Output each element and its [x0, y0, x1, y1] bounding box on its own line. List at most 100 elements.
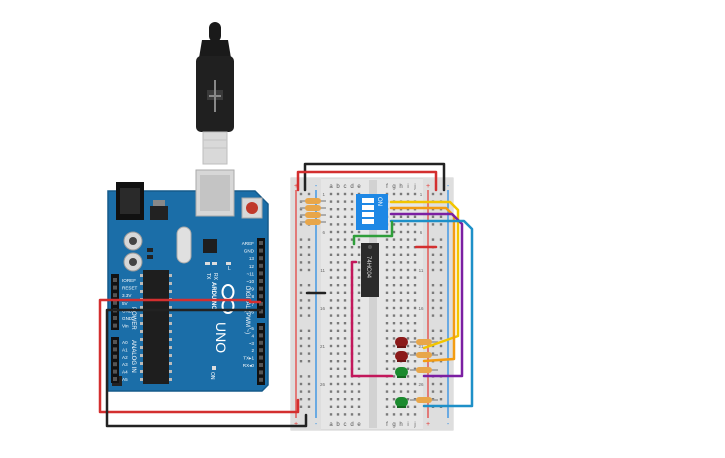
breadboard-hole[interactable]: [406, 253, 410, 256]
wire-black-top[interactable]: [303, 162, 446, 192]
dip-toggle[interactable]: [362, 198, 374, 203]
rail-hole[interactable]: [431, 238, 435, 241]
breadboard-hole[interactable]: [343, 192, 347, 196]
header-pin-hole[interactable]: [259, 279, 263, 283]
breadboard-hole[interactable]: [357, 413, 361, 416]
breadboard-hole[interactable]: [357, 306, 361, 310]
breadboard-hole[interactable]: [392, 268, 396, 272]
breadboard-hole[interactable]: [413, 253, 417, 256]
header-pin-hole[interactable]: [259, 326, 263, 330]
breadboard-hole[interactable]: [336, 192, 340, 196]
breadboard-hole[interactable]: [329, 284, 333, 287]
rail-hole[interactable]: [307, 261, 311, 264]
led-red[interactable]: [395, 337, 408, 348]
breadboard-hole[interactable]: [343, 352, 347, 355]
breadboard-hole[interactable]: [406, 405, 410, 408]
rail-hole[interactable]: [439, 261, 443, 264]
header-pin-hole[interactable]: [259, 286, 263, 291]
breadboard-hole[interactable]: [329, 261, 333, 264]
breadboard-hole[interactable]: [385, 337, 389, 340]
breadboard-hole[interactable]: [343, 261, 347, 264]
breadboard-hole[interactable]: [413, 322, 417, 325]
breadboard-hole[interactable]: [413, 329, 417, 332]
breadboard-hole[interactable]: [392, 344, 396, 348]
breadboard-hole[interactable]: [336, 284, 340, 287]
breadboard-hole[interactable]: [413, 360, 417, 363]
breadboard-hole[interactable]: [385, 352, 389, 355]
breadboard-hole[interactable]: [385, 390, 389, 393]
wire-purple[interactable]: [389, 212, 464, 378]
wires[interactable]: [98, 162, 474, 428]
rail-hole[interactable]: [299, 360, 303, 363]
breadboard-hole[interactable]: [336, 238, 340, 241]
breadboard-hole[interactable]: [350, 230, 354, 234]
breadboard-hole[interactable]: [336, 299, 340, 302]
rail-hole[interactable]: [431, 291, 435, 294]
breadboard-hole[interactable]: [385, 253, 389, 256]
breadboard-hole[interactable]: [413, 337, 417, 340]
header-pin-hole[interactable]: [113, 323, 117, 328]
output-leds[interactable]: [395, 337, 438, 408]
breadboard-hole[interactable]: [350, 246, 354, 249]
breadboard-hole[interactable]: [350, 238, 354, 241]
header-pin-hole[interactable]: [259, 263, 263, 268]
wire-blue[interactable]: [389, 219, 474, 408]
breadboard-hole[interactable]: [392, 306, 396, 310]
breadboard-hole[interactable]: [392, 329, 396, 332]
breadboard-hole[interactable]: [343, 253, 347, 256]
breadboard-hole[interactable]: [392, 337, 396, 340]
breadboard-hole[interactable]: [329, 268, 333, 272]
rail-hole[interactable]: [431, 329, 435, 332]
breadboard-hole[interactable]: [392, 398, 396, 401]
rail-hole[interactable]: [299, 398, 303, 401]
breadboard-hole[interactable]: [336, 268, 340, 272]
breadboard-hole[interactable]: [357, 299, 361, 302]
breadboard-hole[interactable]: [385, 276, 389, 279]
breadboard-hole[interactable]: [399, 291, 403, 294]
breadboard-hole[interactable]: [413, 291, 417, 294]
breadboard-hole[interactable]: [413, 344, 417, 348]
rail-hole[interactable]: [439, 398, 443, 401]
breadboard-hole[interactable]: [406, 291, 410, 294]
breadboard-hole[interactable]: [399, 246, 403, 249]
breadboard-hole[interactable]: [385, 398, 389, 401]
breadboard-hole[interactable]: [392, 246, 396, 249]
breadboard-hole[interactable]: [343, 268, 347, 272]
rail-hole[interactable]: [299, 375, 303, 378]
breadboard-hole[interactable]: [336, 314, 340, 317]
breadboard-hole[interactable]: [385, 246, 389, 249]
breadboard-hole[interactable]: [357, 360, 361, 363]
header-pin-hole[interactable]: [113, 369, 117, 374]
breadboard-hole[interactable]: [406, 299, 410, 302]
breadboard-hole[interactable]: [329, 276, 333, 279]
breadboard-hole[interactable]: [329, 223, 333, 226]
breadboard-hole[interactable]: [329, 192, 333, 196]
rail-hole[interactable]: [299, 192, 303, 196]
breadboard-hole[interactable]: [350, 382, 354, 386]
ic-74hc04[interactable]: 74HC04: [361, 243, 379, 297]
breadboard-hole[interactable]: [336, 215, 340, 218]
breadboard-hole[interactable]: [329, 413, 333, 416]
breadboard-hole[interactable]: [385, 322, 389, 325]
breadboard-hole[interactable]: [413, 375, 417, 378]
breadboard-hole[interactable]: [343, 360, 347, 363]
breadboard-hole[interactable]: [336, 291, 340, 294]
breadboard-hole[interactable]: [406, 306, 410, 310]
header-pin-hole[interactable]: [113, 300, 117, 305]
rail-hole[interactable]: [439, 192, 443, 196]
breadboard-hole[interactable]: [406, 344, 410, 348]
breadboard-hole[interactable]: [343, 230, 347, 234]
breadboard-hole[interactable]: [406, 375, 410, 378]
breadboard-hole[interactable]: [392, 223, 396, 226]
breadboard-hole[interactable]: [399, 253, 403, 256]
rail-hole[interactable]: [439, 306, 443, 310]
rail-hole[interactable]: [299, 337, 303, 340]
rail-hole[interactable]: [299, 268, 303, 272]
rail-hole[interactable]: [439, 246, 443, 249]
breadboard-hole[interactable]: [413, 405, 417, 408]
breadboard-hole[interactable]: [329, 299, 333, 302]
breadboard-hole[interactable]: [336, 322, 340, 325]
header-pin-hole[interactable]: [259, 355, 263, 360]
rail-hole[interactable]: [439, 215, 443, 218]
